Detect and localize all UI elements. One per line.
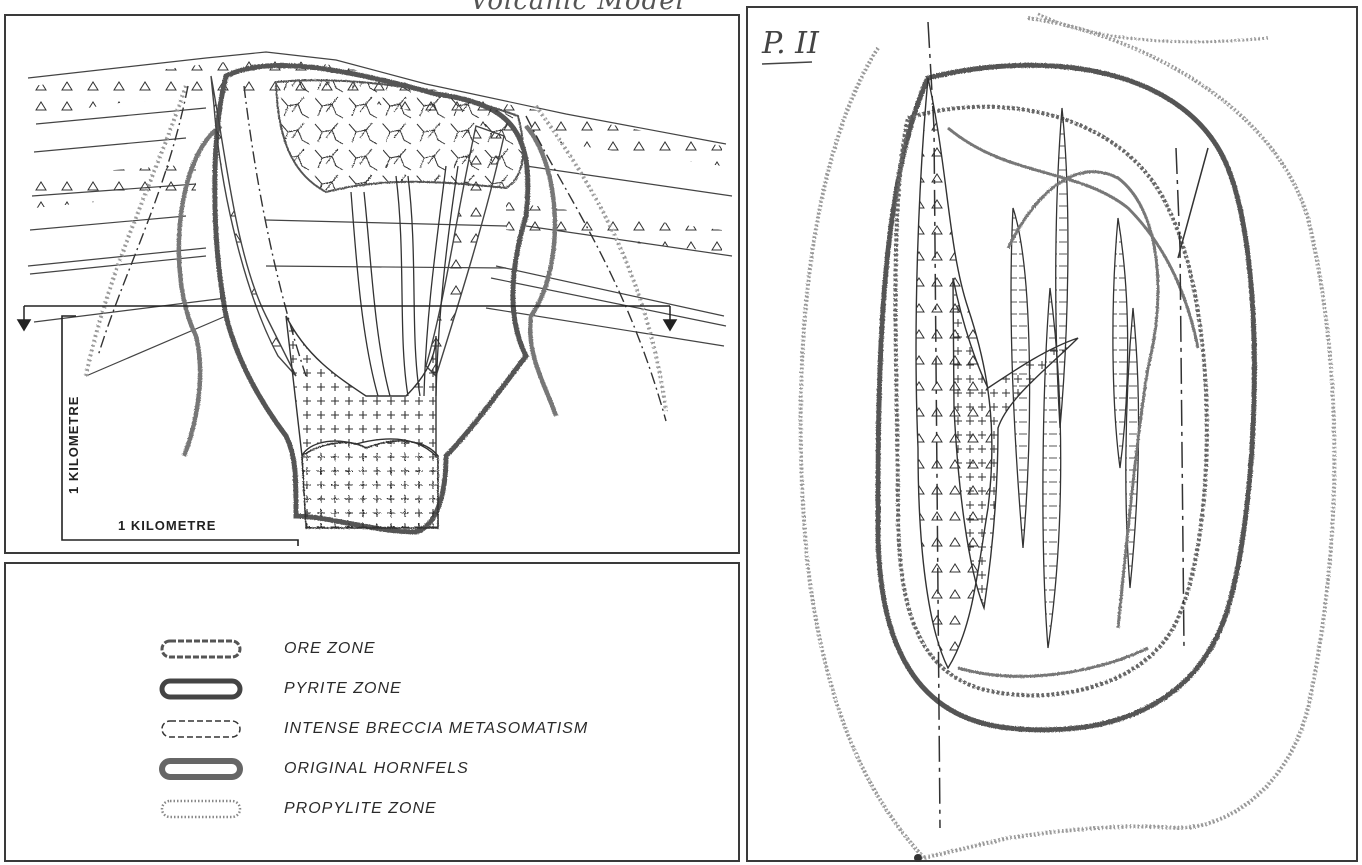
- legend-panel: ORE ZONE PYRITE ZONE INTENSE BRECCIA MET…: [4, 562, 740, 862]
- plan-view-panel: P. II: [746, 6, 1358, 862]
- scale-bar: [62, 316, 298, 546]
- label-underline: [762, 62, 812, 64]
- ore-zone-root: [302, 441, 438, 528]
- outer-arc: [1038, 14, 1268, 42]
- legend-item: ORE ZONE: [156, 634, 376, 664]
- legend-label: ORIGINAL HORNFELS: [284, 760, 469, 778]
- legend-item: ORIGINAL HORNFELS: [156, 754, 469, 784]
- cross-section-diagram: 1 KILOMETRE 1 KILOMETRE: [6, 16, 738, 552]
- legend-item: PYRITE ZONE: [156, 674, 402, 704]
- cross-section-panel: 1 KILOMETRE 1 KILOMETRE: [4, 14, 740, 554]
- legend-item: INTENSE BRECCIA METASOMATISM: [156, 714, 588, 744]
- propylite-outline-icon: [156, 796, 246, 822]
- legend-label: ORE ZONE: [284, 640, 376, 658]
- ore-zone-pipe: [286, 316, 436, 456]
- plan-view-diagram: [748, 8, 1356, 860]
- scale-horizontal-label: 1 KILOMETRE: [118, 518, 216, 533]
- ore-zone-outline-icon: [156, 636, 246, 662]
- legend-item: PROPYLITE ZONE: [156, 794, 437, 824]
- hornfels-outline-icon: [156, 756, 246, 782]
- plan-label: P. II: [762, 26, 819, 61]
- legend-label: PYRITE ZONE: [284, 680, 402, 698]
- pyrite-zone-outline-icon: [156, 676, 246, 702]
- section-line-right: [1176, 148, 1184, 648]
- scale-vertical-label: 1 KILOMETRE: [66, 396, 81, 494]
- section-end-dot: [914, 854, 922, 862]
- feeder-dykes: [351, 166, 458, 396]
- fault-strike: [1178, 148, 1208, 258]
- dyke-lenses: [1011, 108, 1139, 648]
- breccia-dashed-outline-icon: [156, 716, 246, 742]
- section-line: [18, 306, 676, 330]
- legend-label: INTENSE BRECCIA METASOMATISM: [284, 720, 588, 738]
- legend-label: PROPYLITE ZONE: [284, 800, 437, 818]
